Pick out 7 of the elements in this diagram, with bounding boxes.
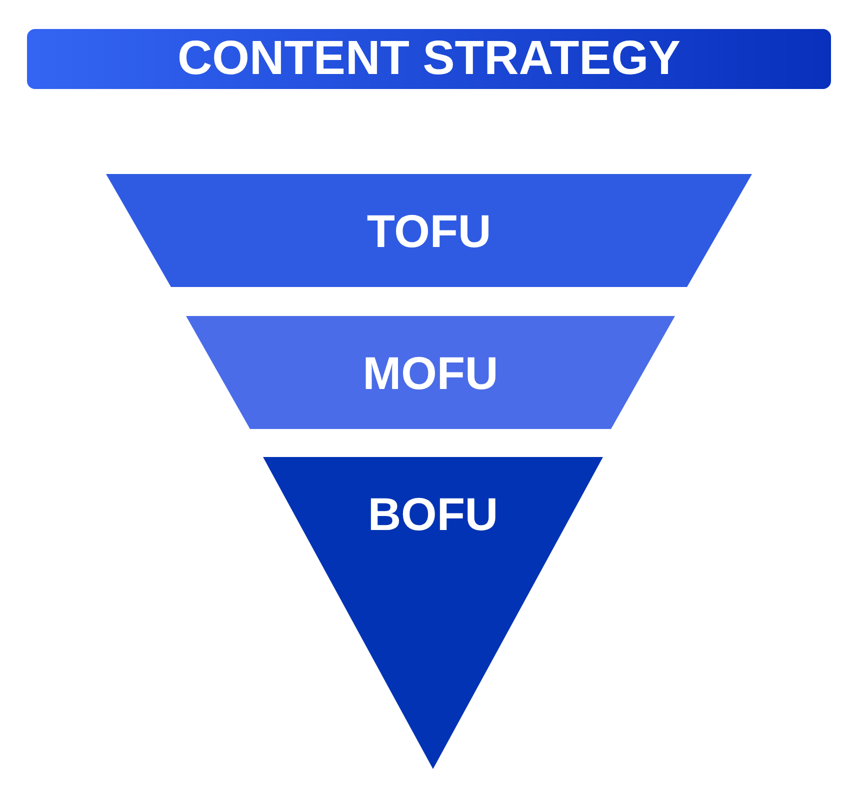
stage-label: MOFU [362,350,498,396]
funnel-middle-band [186,316,675,429]
stage-label: TOFU [366,208,492,254]
title-banner: CONTENT STRATEGY [27,29,831,89]
stage-label: BOFU [368,490,498,536]
funnel-top-band [106,174,752,287]
funnel-bottom-triangle [263,457,603,769]
